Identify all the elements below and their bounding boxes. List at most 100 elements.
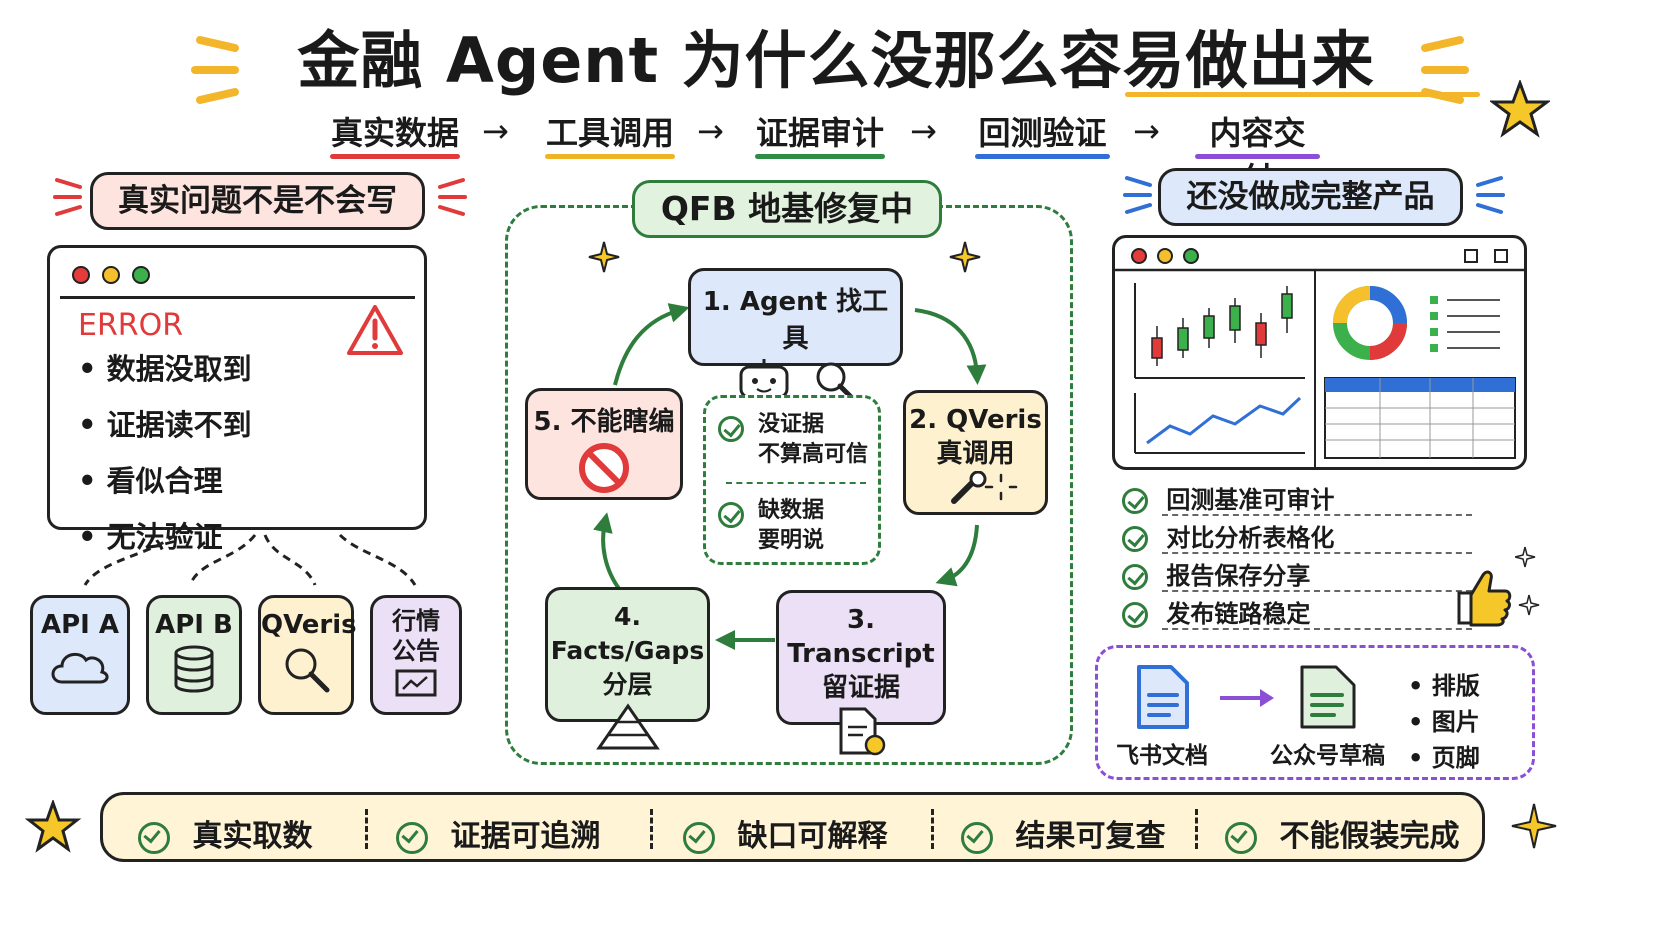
search-icon xyxy=(285,648,330,693)
footer-divider xyxy=(650,809,653,849)
database-icon xyxy=(174,645,214,693)
window-minimize-dot xyxy=(102,266,120,284)
star-icon xyxy=(1490,80,1550,138)
prohibited-icon xyxy=(579,443,629,493)
error-item: • 证据读不到 xyxy=(78,408,252,442)
delivery-bullet: • 图片 xyxy=(1408,708,1480,736)
checklist-text: 报告保存分享 xyxy=(1166,562,1311,590)
check-icon xyxy=(1122,602,1148,628)
spark-right-icon xyxy=(1421,36,1469,104)
delivery-box: 飞书文档 公众号草稿 • 排版 • 图片 • 页脚 xyxy=(1095,645,1535,780)
pipeline-arrow: → xyxy=(697,112,724,150)
sparkle-icon xyxy=(588,241,620,273)
sparkle-icon xyxy=(949,241,981,273)
error-list: • 数据没取到 • 证据读不到 • 看似合理 • 无法验证 xyxy=(78,346,252,570)
step-find-tools: 1. Agent 找工具 xyxy=(688,268,903,404)
footer-divider xyxy=(365,809,368,849)
robot-icon xyxy=(739,359,788,399)
error-label: ERROR xyxy=(78,308,184,343)
pipeline-arrow: → xyxy=(482,112,509,150)
footer-divider xyxy=(931,809,934,849)
step-facts-gaps: 4. Facts/Gaps 分层 xyxy=(545,587,710,750)
checklist-rule xyxy=(1162,552,1472,554)
thumbs-up-icon xyxy=(1457,570,1512,627)
check-icon xyxy=(1122,488,1148,514)
rule-text: 缺数据 要明说 xyxy=(758,498,825,553)
error-window: ERROR • 数据没取到 • 证据读不到 • 看似合理 • 无法验证 xyxy=(47,245,427,554)
footer-item: 结果可复查 xyxy=(961,811,1165,855)
step-label: 5. 不能瞎编 xyxy=(533,407,675,437)
accent-dash-right-icon xyxy=(1476,176,1505,214)
certificate-doc-icon xyxy=(839,707,886,756)
checklist-text: 发布链路稳定 xyxy=(1166,600,1311,628)
source-qveris: QVeris xyxy=(258,595,357,715)
pipeline-step-2: 工具调用 xyxy=(545,114,674,152)
pipeline-step-3: 证据审计 xyxy=(755,114,884,152)
page-title: 金融 Agent 为什么没那么容易做出来 xyxy=(297,24,1375,97)
error-item: • 数据没取到 xyxy=(78,352,252,386)
checklist-item: 报告保存分享 xyxy=(1122,556,1472,592)
alert-dash-left-icon xyxy=(53,178,82,216)
footer-divider xyxy=(1195,809,1198,849)
pipeline-step-1: 真实数据 xyxy=(330,114,459,152)
pipeline: 真实数据 → 工具调用 → 证据审计 → 回测验证 → 内容交付 xyxy=(0,108,1672,198)
source-label: API B xyxy=(155,610,233,640)
pipeline-line-3 xyxy=(755,154,885,159)
warning-icon xyxy=(347,305,403,355)
check-icon xyxy=(1122,526,1148,552)
checklist-text: 回测基准可审计 xyxy=(1166,486,1335,514)
step-label: 1. Agent 找工具 xyxy=(702,287,889,354)
delivery-bullet: • 排版 xyxy=(1408,672,1480,700)
error-item: • 无法验证 xyxy=(78,520,223,554)
footer-bar: 真实取数 证据可追溯 缺口可解释 结果可复查 不能假装完成 xyxy=(100,792,1485,862)
rule-item xyxy=(718,502,744,528)
checklist-item: 回测基准可审计 xyxy=(1122,480,1472,516)
step-label: 3. Transcript 留证据 xyxy=(787,605,935,703)
source-label: QVeris xyxy=(261,610,357,640)
delivery-to: 公众号草稿 xyxy=(1270,743,1385,769)
arrow-right-icon xyxy=(1220,689,1274,707)
check-icon xyxy=(396,821,428,854)
check-icon xyxy=(138,821,170,854)
pipeline-line-1 xyxy=(330,154,460,159)
wechat-draft-icon xyxy=(1300,665,1356,729)
checklist-rule xyxy=(1162,514,1472,516)
check-icon xyxy=(718,416,744,442)
source-api-a: API A xyxy=(30,595,130,715)
footer-item: 缺口可解释 xyxy=(683,811,887,855)
window-maximize-dot xyxy=(132,266,150,284)
accent-dash-left-icon xyxy=(1123,176,1152,214)
checklist-item: 对比分析表格化 xyxy=(1122,518,1472,554)
footer-item: 真实取数 xyxy=(138,811,312,855)
star-icon xyxy=(25,800,82,853)
checklist-text: 对比分析表格化 xyxy=(1166,524,1335,552)
title-underline xyxy=(1125,92,1480,97)
check-icon xyxy=(683,821,715,854)
source-label: API A xyxy=(40,610,120,640)
step-label: 4. Facts/Gaps 分层 xyxy=(550,602,705,699)
sparkle-icon xyxy=(1511,803,1557,849)
step-no-fabrication: 5. 不能瞎编 xyxy=(525,388,683,500)
rule-item xyxy=(718,416,744,442)
source-connectors xyxy=(83,533,417,586)
check-icon xyxy=(961,821,993,854)
cloud-icon xyxy=(51,652,109,684)
checklist-rule xyxy=(1162,628,1472,630)
window-divider xyxy=(60,296,415,299)
source-label: 行情 公告 xyxy=(392,607,440,665)
checklist-rule xyxy=(1162,590,1472,592)
source-market-notice: 行情 公告 xyxy=(370,595,462,715)
step-label: 2. QVeris 真调用 xyxy=(909,405,1042,469)
center-heading: QFB 地基修复中 xyxy=(632,180,942,238)
alert-dash-right-icon xyxy=(438,178,467,216)
checklist-item: 发布链路稳定 xyxy=(1122,594,1472,630)
rules-divider xyxy=(726,482,866,484)
delivery-bullet: • 页脚 xyxy=(1408,744,1480,772)
pipeline-line-2 xyxy=(545,154,675,159)
pipeline-arrow: → xyxy=(1133,112,1160,150)
step-qveris-call: 2. QVeris 真调用 xyxy=(903,390,1048,515)
source-api-b: API B xyxy=(146,595,242,715)
spark-left-icon xyxy=(191,36,239,104)
dashboard-window xyxy=(1112,235,1527,470)
check-icon xyxy=(1122,564,1148,590)
